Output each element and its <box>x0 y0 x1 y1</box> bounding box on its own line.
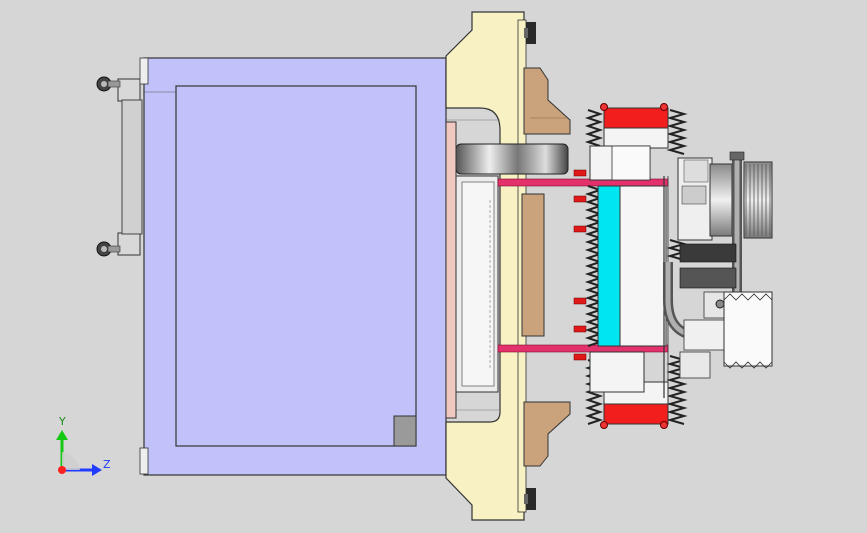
hydraulic-fittings <box>573 169 587 361</box>
motor-unit <box>677 157 773 241</box>
bracket-top <box>523 67 571 135</box>
slide-housing <box>619 185 667 347</box>
triad-x-origin-icon <box>58 466 66 474</box>
coordinate-triad: Y Z <box>56 415 111 476</box>
lower-mechanics <box>679 243 773 379</box>
caster-top <box>96 76 141 102</box>
spindle-housing <box>445 121 499 419</box>
frame-bolt-bottom <box>524 488 536 510</box>
cyan-slide <box>597 185 621 347</box>
slide-block <box>521 193 545 337</box>
triad-z-arrow-icon <box>92 464 102 476</box>
triad-xy-plane <box>62 452 80 470</box>
drum-roller <box>455 143 569 175</box>
caster-bottom <box>96 232 141 257</box>
bracket-bottom <box>523 401 571 467</box>
caster-rail <box>121 99 143 235</box>
triad-y-label: Y <box>58 415 66 428</box>
triad-z-label: Z <box>103 458 111 471</box>
carriage-top <box>600 103 669 149</box>
motor-box <box>589 145 651 393</box>
control-cabinet <box>139 57 447 476</box>
frame-bolt-top <box>524 22 536 44</box>
triad-y-arrow-icon <box>56 430 68 440</box>
